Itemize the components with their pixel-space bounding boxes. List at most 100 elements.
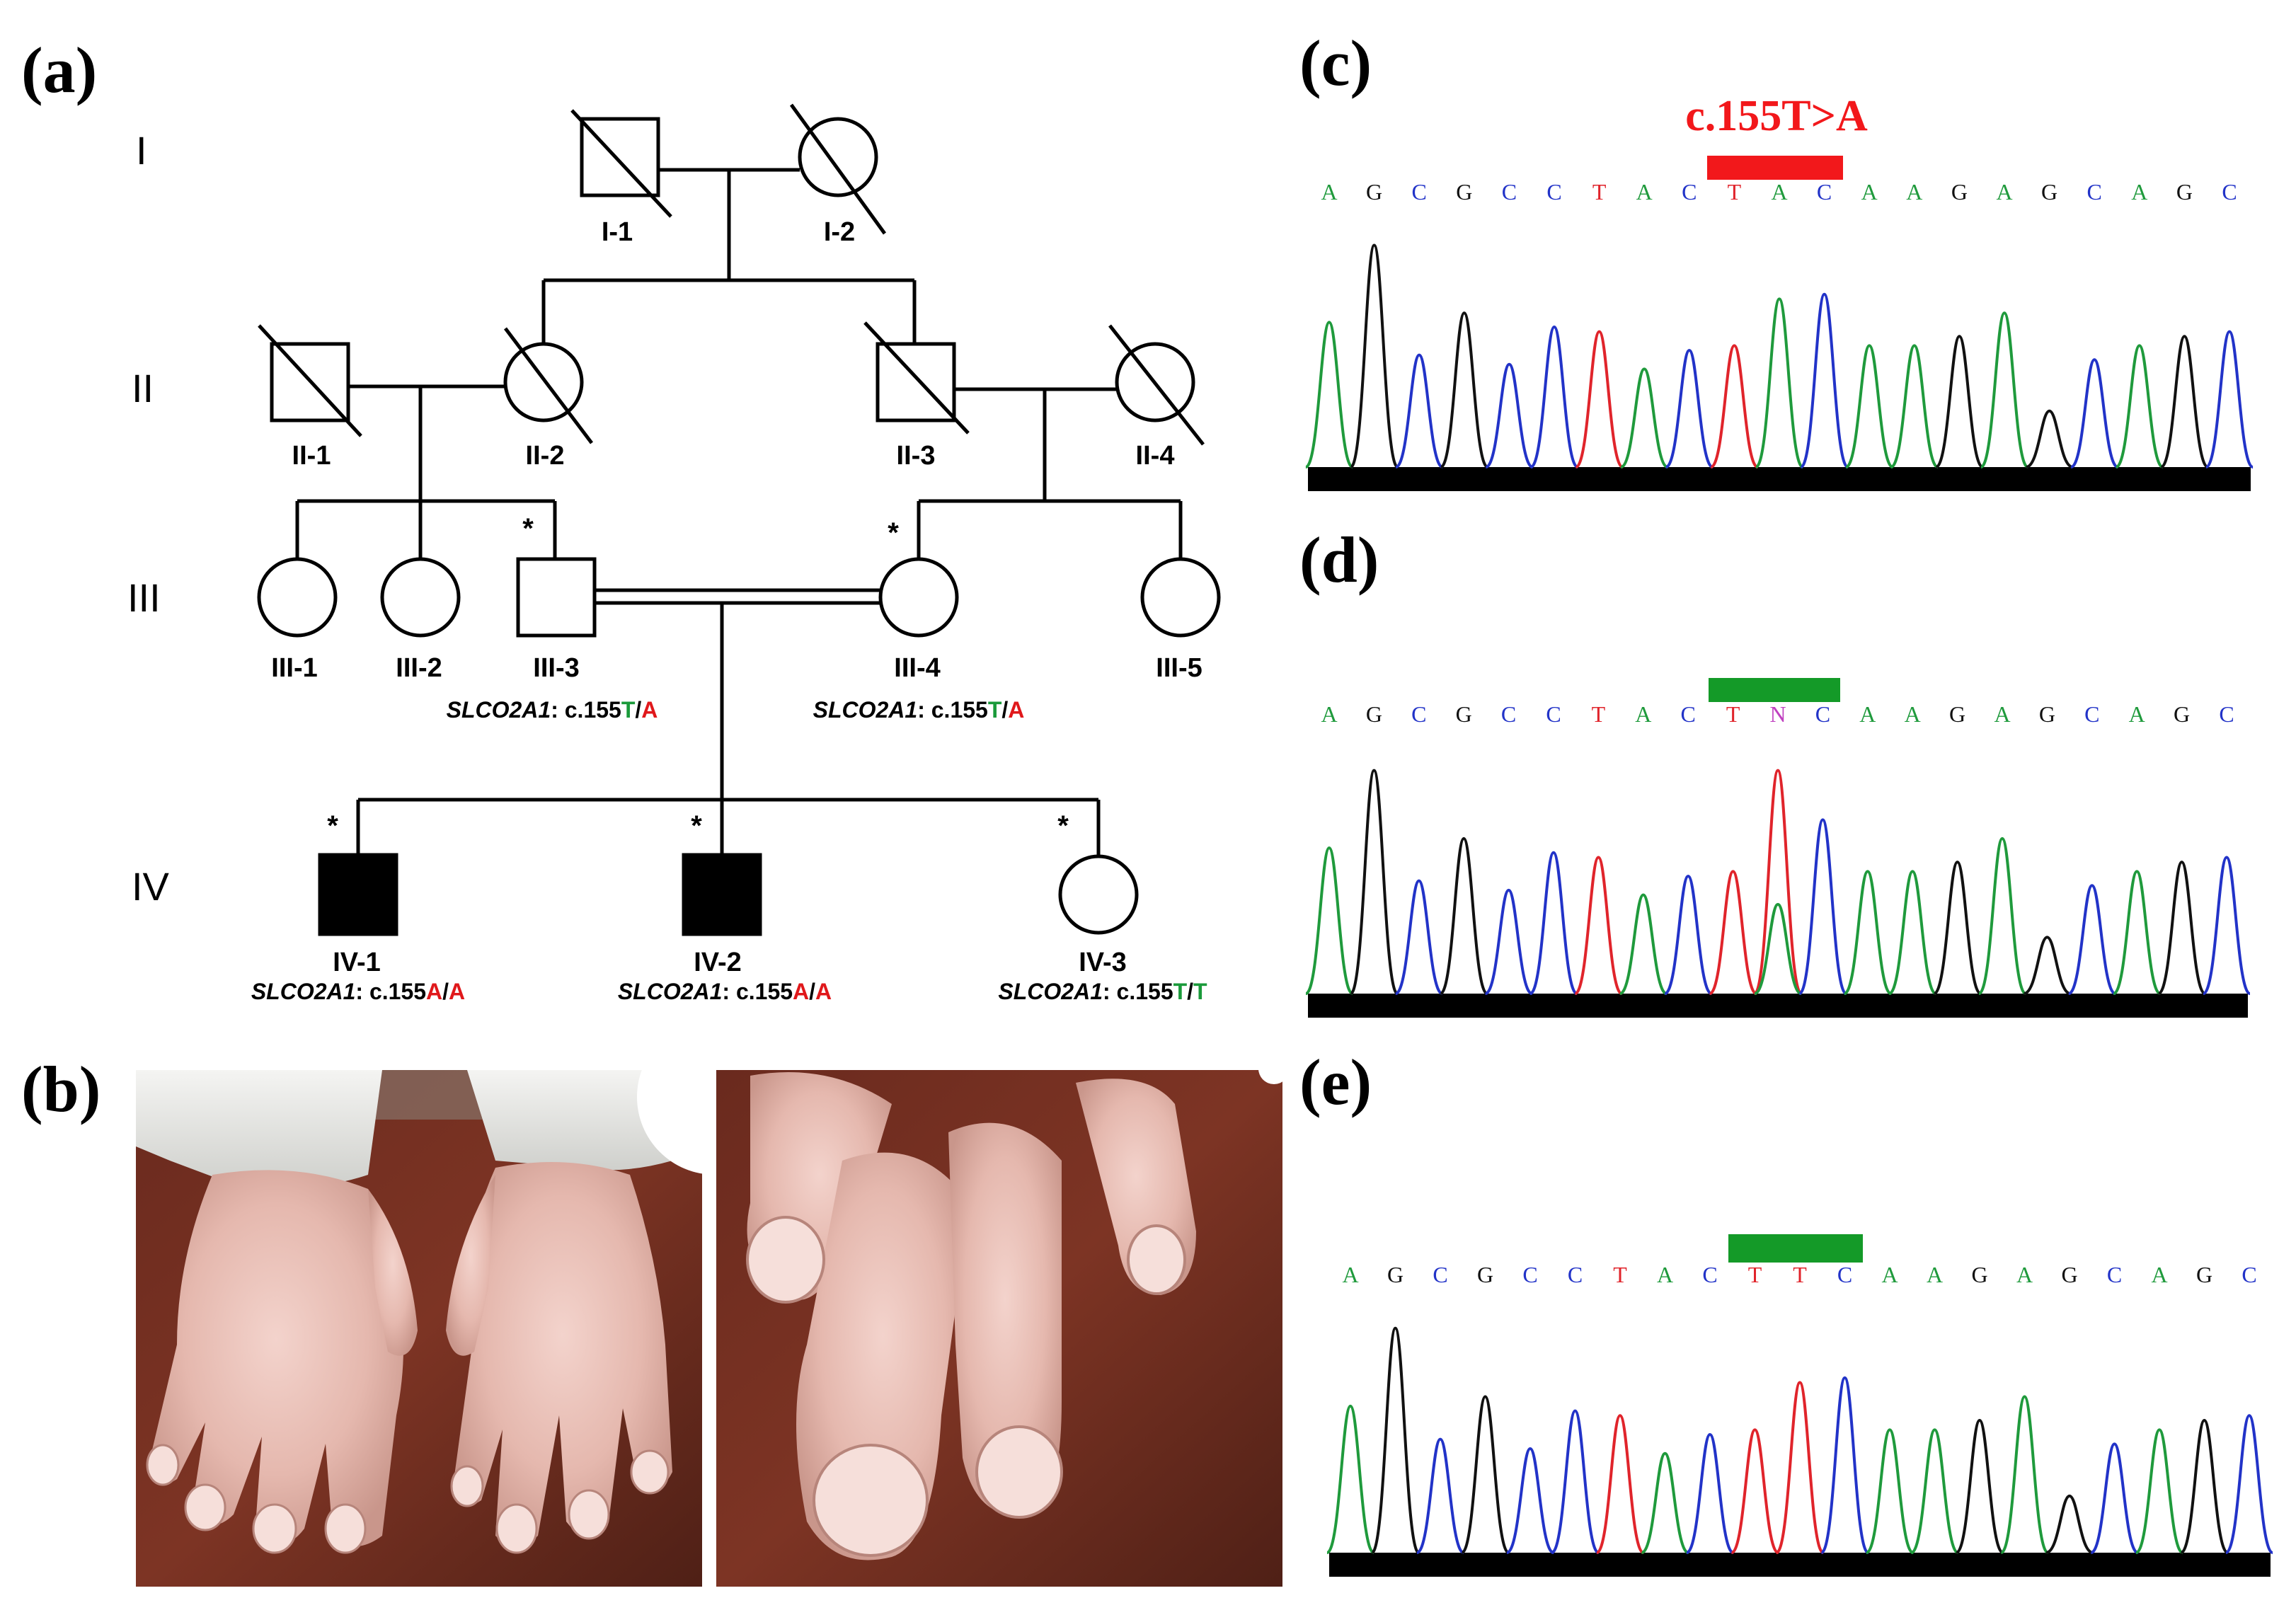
base-call-e-8: C [1702, 1262, 1717, 1287]
base-call-d-19: G [2174, 701, 2190, 727]
genotype-IV-3: SLCO2A1: c.155T/T [998, 979, 1207, 1004]
base-call-c-17: C [2087, 179, 2102, 205]
base-call-c-14: G [1951, 179, 1968, 205]
base-call-d-7: A [1635, 701, 1651, 727]
pedigree-female-II-4 [1115, 342, 1195, 422]
trace-baseline-e [1329, 1553, 2271, 1577]
base-call-e-10: T [1793, 1262, 1807, 1287]
id-label-III-3: III-3 [533, 653, 579, 683]
base-call-d-16: G [2039, 701, 2055, 727]
trace-peak-c-5 [1529, 325, 1579, 468]
generation-label-IV: IV [132, 864, 170, 909]
trace-peak-d-18 [2113, 870, 2162, 995]
base-call-e-20: C [2242, 1262, 2256, 1287]
base-call-d-14: G [1949, 701, 1965, 727]
trace-peak-c-3 [1440, 311, 1489, 468]
trace-peak-e-7 [1641, 1451, 1689, 1554]
trace-peak-d-20 [2202, 856, 2251, 995]
trace-peak-c-1 [1349, 243, 1399, 468]
base-call-e-6: T [1613, 1262, 1627, 1287]
trace-peak-c-8 [1665, 348, 1714, 468]
trace-peak-e-5 [1551, 1409, 1600, 1554]
sampled-marker-IV-1: * [327, 810, 338, 841]
fingers-closeup-photo [716, 1053, 1290, 1587]
id-label-III-5: III-5 [1156, 653, 1202, 683]
trace-peak-e-15 [1999, 1395, 2050, 1554]
pedigree-affected-male-IV-1 [318, 853, 398, 936]
base-call-c-11: C [1817, 179, 1832, 205]
base-call-d-4: C [1501, 701, 1516, 727]
id-label-I-1: I-1 [602, 217, 633, 247]
base-call-c-3: G [1456, 179, 1472, 205]
base-call-c-20: C [2222, 179, 2237, 205]
id-label-II-1: II-1 [292, 441, 331, 471]
base-call-e-19: G [2196, 1262, 2212, 1287]
base-call-c-4: C [1502, 179, 1517, 205]
pedigree-female-III-2 [380, 557, 461, 638]
trace-baseline-c [1308, 467, 2251, 491]
trace-peak-c-18 [2115, 344, 2164, 468]
base-call-c-9: T [1728, 179, 1742, 205]
base-call-e-9: T [1748, 1262, 1762, 1287]
trace-peak-e-13 [1910, 1428, 1959, 1554]
trace-peak-c-13 [1890, 344, 1939, 468]
trace-peak-d-3 [1439, 836, 1489, 995]
base-call-c-18: A [2131, 179, 2147, 205]
deceased-slash-II-4 [1108, 324, 1205, 446]
trace-peak-e-12 [1865, 1428, 1915, 1554]
id-label-II-2: II-2 [526, 441, 565, 471]
trace-peak-c-19 [2160, 335, 2209, 468]
pedigree-female-III-5 [1140, 557, 1221, 638]
trace-peak-c-10 [1754, 297, 1805, 468]
base-call-c-1: G [1366, 179, 1382, 205]
id-label-I-2: I-2 [824, 217, 855, 247]
deceased-slash-I-1 [570, 109, 672, 218]
pedigree-female-I-2 [798, 117, 878, 197]
base-call-e-3: G [1477, 1262, 1493, 1287]
trace-peak-c-14 [1935, 335, 1984, 468]
base-call-e-15: A [2016, 1262, 2033, 1287]
base-call-d-5: C [1546, 701, 1561, 727]
base-call-c-19: G [2176, 179, 2193, 205]
trace-peak-e-6 [1595, 1414, 1645, 1554]
pedigree-female-II-2 [503, 342, 584, 422]
generation-label-III: III [127, 575, 161, 620]
id-label-IV-1: IV-1 [333, 948, 381, 977]
trace-peak-e-11 [1820, 1376, 1870, 1554]
genotype-IV-2: SLCO2A1: c.155A/A [618, 979, 832, 1004]
trace-peak-d-1 [1349, 769, 1399, 995]
base-call-c-2: C [1412, 179, 1427, 205]
sampled-marker-IV-3: * [1057, 810, 1069, 841]
pedigree-female-IV-3 [1058, 854, 1139, 935]
base-call-e-5: C [1568, 1262, 1583, 1287]
trace-peak-e-2 [1416, 1437, 1465, 1554]
sampled-marker-IV-2: * [691, 810, 702, 841]
base-call-e-13: A [1927, 1262, 1943, 1287]
hands-dorsal-photo [136, 1019, 793, 1587]
trace-peak-d-10 [1753, 769, 1803, 995]
base-call-c-13: A [1906, 179, 1922, 205]
base-call-d-8: C [1681, 701, 1696, 727]
pedigree-affected-male-IV-2 [682, 853, 762, 936]
id-label-IV-2: IV-2 [694, 948, 742, 977]
trace-peak-e-1 [1370, 1326, 1420, 1554]
base-call-e-17: C [2107, 1262, 2122, 1287]
base-call-d-15: A [1994, 701, 2010, 727]
base-call-e-11: C [1837, 1262, 1852, 1287]
base-call-c-16: G [2041, 179, 2057, 205]
base-call-c-7: A [1636, 179, 1653, 205]
id-label-III-1: III-1 [271, 653, 317, 683]
pedigree-male-III-3 [516, 557, 597, 638]
trace-peak-e-16 [2045, 1494, 2094, 1554]
base-call-d-0: A [1321, 701, 1337, 727]
base-call-c-6: T [1592, 179, 1607, 205]
trace-peak-e-9 [1730, 1428, 1779, 1554]
mutation-label: c.155T>A [1685, 92, 1868, 140]
trace-peak-d-8 [1664, 874, 1713, 995]
base-call-e-1: G [1387, 1262, 1404, 1287]
trace-peak-e-8 [1685, 1432, 1735, 1554]
highlight-bar-d [1709, 678, 1840, 702]
